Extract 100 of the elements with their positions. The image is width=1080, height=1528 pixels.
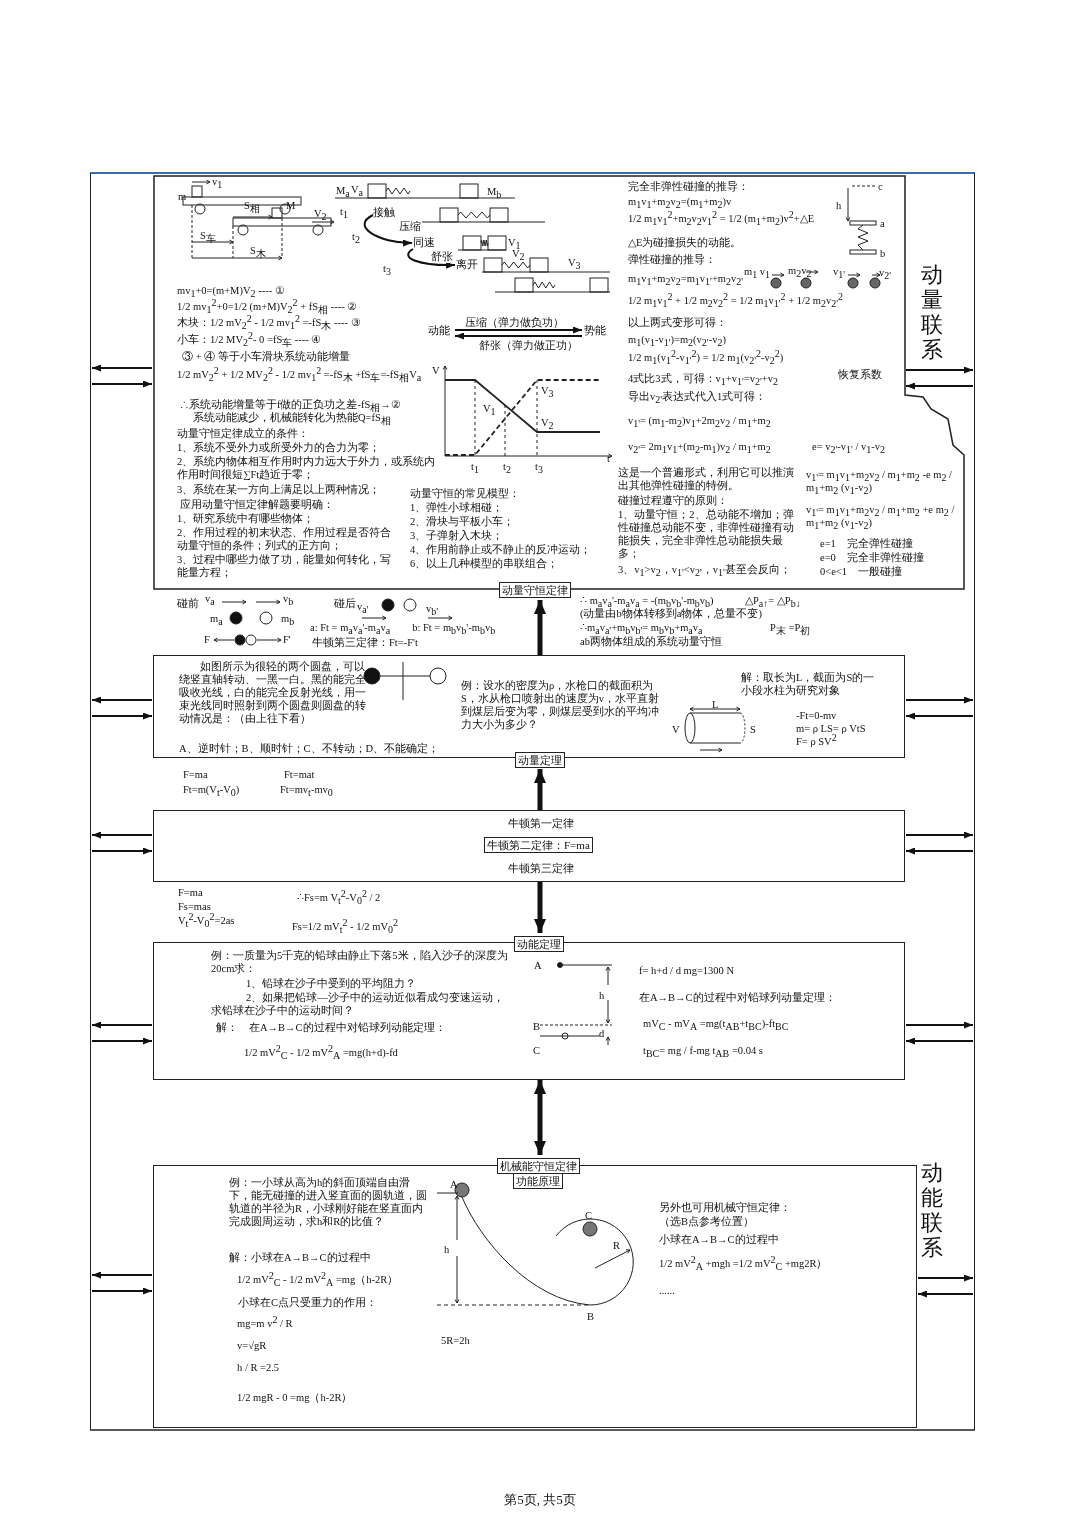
figure-label: R [613,1239,620,1252]
formula: ...... [659,1284,675,1297]
paragraph: 解：取长为L，截面为S的一小段水柱为研究对象 [741,671,876,697]
arrow [454,332,583,340]
vertical-heading: 动量联系 [921,262,944,362]
formula: 弹性碰撞的推导： [628,253,716,266]
formula: -Ft=0-mv [796,709,837,722]
arrow [363,214,413,247]
formula: 碰撞过程遵守的原则： [618,494,728,507]
figure-label: L [712,698,719,711]
formula: 恢复系数 [838,368,882,381]
arrow [905,831,974,839]
edge-label: 压缩 [398,220,422,233]
formula: F=ma [183,768,208,781]
formula: 应用动量守恒定律解题要明确： [180,498,334,511]
formula: 在A→B→C的过程中对铅球列动量定理： [639,991,836,1004]
arrow [905,366,974,374]
arrow [905,696,974,704]
paragraph: 例：一小球从高为h的斜面顶端自由滑下，能无碰撞的进入竖直面的圆轨道，圆轨道的半径为R，小球刚好能在竖直面内完成圆周运动，求h和R的比值？ [229,1176,428,1228]
arrow [534,600,546,655]
arrow [91,1021,153,1029]
paragraph: 2、如果把铅球—沙子中的运动近似看成匀变速运动，求铅球在沙子中的运动时间？ [211,991,505,1017]
figure-label: b [880,247,886,260]
formula: 4、作用前静止或不静止的反冲运动； [410,543,592,556]
arrow [91,380,153,388]
arrow [91,364,153,372]
arrow [91,1037,153,1045]
arrow [917,1290,974,1298]
section-box [153,810,905,882]
paragraph: 例：一质量为5千克的铅球由静止下落5米，陷入沙子的深度为20cm求： [211,949,509,975]
section-tag: 功能原理 [513,1173,563,1189]
figure-label: M [286,199,296,212]
paragraph: 这是一个普遍形式，利用它可以推演出其他弹性碰撞的特例。 [618,466,795,492]
formula: 6、以上几种模型的串联组合； [410,557,559,570]
figure-label: C [585,1209,592,1222]
figure-label: S [750,723,756,736]
arrow [534,1080,546,1155]
page-number: 第5页, 共5页 [503,1493,577,1506]
figure-label: a [880,217,885,230]
formula: 碰后 [334,597,356,610]
stage-label: 离开 [456,258,478,271]
arrow [905,1037,974,1045]
formula: 碰前 [177,597,199,610]
figure-label: h [599,989,605,1002]
formula: F [204,633,210,646]
figure-label: d [599,1027,605,1040]
formula: 牛顿第三定律 [508,862,574,875]
arrow [917,1274,974,1282]
formula: 小球在C点只受重力的作用： [238,1296,377,1309]
paragraph: 1、动量守恒；2、总动能不增加；弹性碰撞总动能不变，非弹性碰撞有动能损失，完全非弹性总动能损失最多； [618,508,795,560]
figure-label: t [607,452,610,465]
figure-label: C [533,1044,540,1057]
formula: Ft=mat [284,768,315,781]
arrow [905,382,974,390]
formula: ③ + ④ 等于小车滑块系统动能增量 [182,350,350,363]
formula: 解： 在A→B→C的过程中对铅球列动能定理： [216,1021,446,1034]
stage-label: 接触 [373,206,395,219]
arrow [91,831,153,839]
formula: 3、系统在某一方向上满足以上两种情况； [177,483,381,496]
arrow [905,1021,974,1029]
formula: 5R=2h [441,1334,470,1347]
energy-label: 势能 [584,324,606,337]
arrow [534,882,546,933]
formula: 动量守恒定律成立的条件： [177,427,309,440]
formula: F=ma [178,886,203,899]
formula: 1、系统不受外力或所受外力的合力为零； [177,441,381,454]
paragraph: 2、系统内物体相互作用时内力远大于外力，或系统内作用时间很短∑Ft趋近于零； [177,455,437,481]
formula: 1/2 mgR - 0 =mg（h-2R） [237,1391,353,1404]
formula: f= h+d / d mg=1300 N [639,964,735,977]
vertical-heading: 动能联系 [921,1160,944,1260]
formula: F' [283,633,291,646]
figure-label: A [450,1178,458,1191]
law-box: 牛顿第二定律：F=ma [484,837,593,853]
formula: h / R =2.5 [237,1361,280,1374]
stage-label: 同速 [413,236,435,249]
formula: 解：小球在A→B→C的过程中 [229,1251,371,1264]
formula: △E为碰撞损失的动能。 [628,236,742,249]
arrow [91,1287,153,1295]
figure-label: V [432,364,440,377]
figure-label: A [534,959,542,972]
formula: v=√gR [237,1339,267,1352]
arrow [905,712,974,720]
formula: Fs=mas [178,900,211,913]
formula: 3、子弹射入木块； [410,529,504,542]
formula: 0<e<1 一般碰撞 [820,565,902,578]
arrow [905,847,974,855]
formula: （选B点参考位置） [659,1215,754,1228]
formula: 以上两式变形可得： [628,316,727,329]
arrow [91,712,153,720]
formula: 动量守恒的常见模型： [410,487,520,500]
arrow [91,696,153,704]
figure-label: V [672,723,680,736]
figure-label: h [444,1243,450,1256]
paragraph: 如图所示为很轻的两个圆盘，可以绕竖直轴转动、一黑一白。黑的能完全吸收光线，白的能完全反射光线，用一束光线同时照射到两个圆盘则圆盘的转动情况是：（由上往下看） [179,660,367,725]
figure-label: c [878,180,883,193]
formula: 1、弹性小球相碰； [410,501,504,514]
section-tag: 动量守恒定律 [499,582,571,598]
formula: m= ρ LS= ρ VtS [796,722,866,734]
figure-label: B [587,1310,594,1323]
figure-label: m [178,190,187,203]
